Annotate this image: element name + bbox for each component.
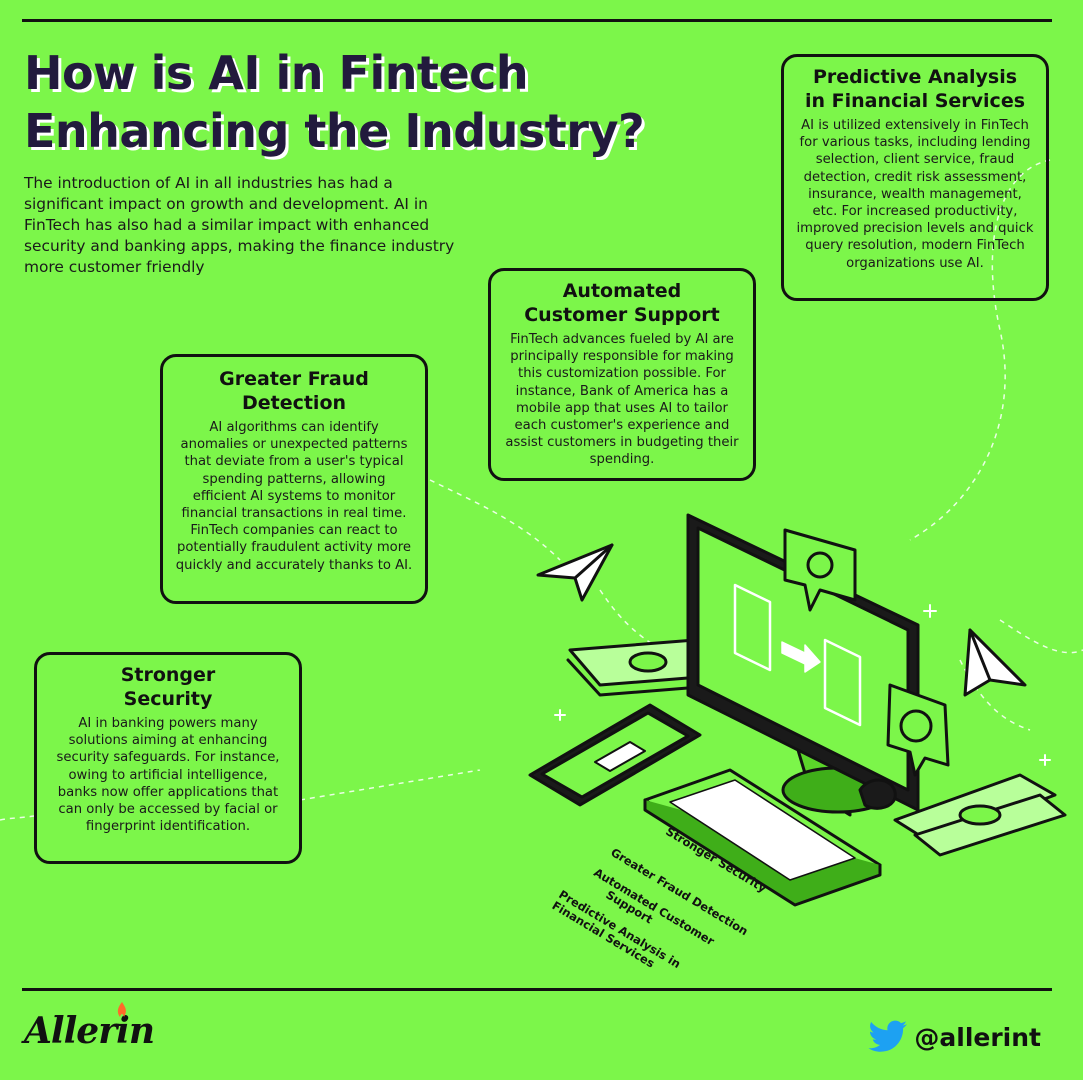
card-greater-fraud-detection: Greater Fraud Detection AI algorithms ca… [160,354,428,604]
title-line-1: How is AI in Fintech [24,46,529,100]
card-title-line-2: Security [123,688,213,710]
card-title-line-1: Stronger [120,664,216,686]
card-stronger-security: Stronger Security AI in banking powers m… [34,652,302,864]
top-divider [22,19,1052,22]
fintech-illustration [528,513,1067,907]
keyboard-icon [643,768,882,907]
card-title-line-1: Greater Fraud [219,368,369,390]
handle-text: @allerint [914,1022,1041,1052]
page-title: How is AI in Fintech Enhancing the Indus… [24,44,744,160]
intro-paragraph: The introduction of AI in all industries… [24,174,455,276]
smartphone-icon [528,703,702,807]
card-title-line-1: Predictive Analysis [812,66,1018,88]
paper-plane-icon [963,628,1027,697]
card-body: AI algorithms can identify anomalies or … [175,420,413,573]
gear-bubble-icon [783,528,857,612]
twitter-bird-icon [868,1020,908,1052]
card-title: Stronger Security [49,663,287,711]
card-title-line-1: Automated [562,280,682,302]
card-title-line-2: Detection [241,392,347,414]
flame-icon [117,1002,126,1017]
paper-plane-icon [536,543,614,602]
card-body: AI in banking powers many solutions aimi… [56,716,280,835]
card-title: Predictive Analysis in Financial Service… [796,65,1034,113]
twitter-handle[interactable]: @allerint [868,1020,1041,1054]
banknote-icon [893,773,1067,857]
title-line-2: Enhancing the Industry? [24,104,645,158]
card-title: Greater Fraud Detection [175,367,413,415]
card-predictive-analysis: Predictive Analysis in Financial Service… [781,54,1049,301]
bottom-divider [22,988,1052,991]
logo-text: Allerin [24,1010,155,1052]
smiley-bubble-icon [886,683,950,777]
card-automated-customer-support: Automated Customer Support FinTech advan… [488,268,756,481]
allerin-logo: Allerin [24,1002,155,1052]
card-title: Automated Customer Support [503,279,741,327]
card-body: AI is utilized extensively in FinTech fo… [796,118,1034,271]
card-body: FinTech advances fueled by AI are princi… [505,332,739,468]
card-title-line-2: in Financial Services [804,90,1026,112]
card-title-line-2: Customer Support [524,304,720,326]
